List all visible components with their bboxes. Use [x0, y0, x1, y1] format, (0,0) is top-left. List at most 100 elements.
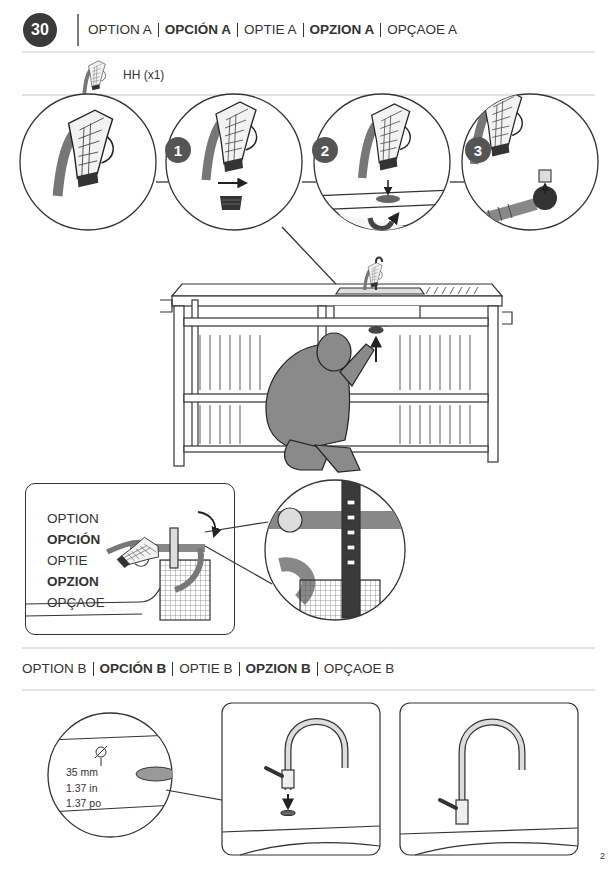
option-text: OPTION: [47, 508, 234, 529]
option-heading: OPCIÓN A: [158, 23, 237, 37]
outdoor-kitchen-table: [174, 306, 184, 466]
part-label: HH (x1): [123, 69, 164, 81]
strap-detail: [347, 500, 355, 505]
callout-circles: [165, 137, 491, 163]
holder-detail: [175, 548, 201, 590]
callout-number: 2: [321, 143, 329, 158]
hose-connection-detail: [544, 184, 546, 194]
strap-detail: [342, 478, 360, 618]
mount-detail: [312, 210, 455, 245]
faucet-installed-box: [400, 703, 578, 855]
outdoor-kitchen-table: [184, 318, 488, 326]
faucet-installed-box: [440, 800, 456, 808]
outdoor-kitchen-table: [369, 327, 383, 333]
header-frame: [77, 14, 78, 46]
step-number: 30: [31, 22, 49, 38]
step-circles: [20, 94, 156, 230]
hose-connection-detail: [539, 170, 551, 182]
header-row: OPTION AOPCIÓN AOPTIE AOPZION AOPÇAOE A: [88, 23, 463, 37]
faucet-step-box: [288, 722, 345, 791]
nut-removal-detail: [206, 102, 257, 180]
outdoor-kitchen-table: [336, 288, 424, 294]
page-number: 2: [600, 852, 605, 861]
option-heading: OPZION A: [303, 23, 381, 37]
sprayer-detail: [58, 110, 114, 196]
outdoor-kitchen-table: [200, 405, 240, 444]
strap-detail: [347, 530, 355, 535]
faucet-step-box: [288, 722, 345, 791]
header-frame: [22, 52, 595, 53]
nut-removal-detail: [206, 102, 257, 210]
holder-detail: [198, 512, 215, 536]
mount-detail: [387, 180, 389, 194]
dimension-label: 35 mm: [66, 767, 98, 778]
faucet-step-box: [222, 703, 380, 855]
divider-line: [22, 648, 595, 649]
outdoor-kitchen-table: [400, 405, 470, 444]
person-figure: [266, 333, 374, 472]
option-heading: OPCIÓN B: [93, 662, 173, 676]
dimension-label: 1.37 po: [66, 798, 101, 809]
faucet-installed-box: [462, 722, 522, 820]
callout-number: 1: [174, 143, 182, 158]
faucet-step-box: [282, 770, 294, 788]
step-circles: [302, 181, 316, 182]
holder-detail: [107, 529, 163, 579]
header-row: OPTION BOPCIÓN BOPTIE BOPZION BOPÇAOE B: [22, 662, 400, 676]
faucet-step-box: [281, 811, 295, 816]
hole-detail: [96, 747, 106, 757]
option-text: OPCIÓN: [47, 529, 234, 550]
outdoor-kitchen-table: [365, 263, 383, 290]
option-heading: OPZION B: [239, 662, 317, 676]
callout-number: 3: [474, 143, 482, 158]
option-text: OPÇAOE: [47, 592, 234, 613]
option-heading: OPTION A: [88, 23, 158, 37]
holder-detail: [205, 546, 272, 584]
option-heading: OPTIE B: [172, 662, 238, 676]
nut-removal-detail: [218, 182, 246, 184]
divider-line: [22, 690, 595, 691]
header-frame: [23, 13, 57, 47]
outdoor-kitchen-table: [400, 335, 470, 390]
strap-detail: [347, 545, 355, 550]
faucet-step-box: [222, 703, 380, 855]
mount-detail: [312, 104, 455, 245]
outdoor-kitchen-table: [488, 306, 498, 462]
strap-detail: [278, 508, 302, 532]
strap-detail: [265, 478, 405, 640]
hose-connection-detail: [478, 204, 512, 226]
header-frame: [22, 95, 595, 96]
step-circles: [156, 181, 168, 182]
hole-detail: [101, 758, 102, 766]
callout-circles: [312, 137, 338, 163]
hose-connection-detail: [470, 204, 536, 222]
hole-detail: [48, 735, 175, 812]
mount-detail: [392, 214, 398, 222]
faucet-installed-box: [400, 703, 578, 855]
mount-detail: [376, 195, 400, 203]
dimension-label: 1.37 in: [66, 783, 98, 794]
outdoor-kitchen-table: [426, 287, 478, 294]
option-heading: OPÇAOE A: [380, 23, 463, 37]
faucet-installed-box: [400, 828, 578, 834]
sprayer-detail: [58, 110, 114, 196]
outdoor-kitchen-table: [160, 258, 512, 467]
holder-detail: [160, 560, 210, 620]
holder-detail: [25, 614, 142, 616]
holder-detail: [205, 522, 268, 532]
outdoor-kitchen-table: [502, 312, 512, 324]
outdoor-kitchen-table: [200, 335, 260, 390]
hole-detail: [48, 735, 176, 812]
outdoor-kitchen-table: [375, 338, 377, 362]
option-heading: OPTION B: [22, 662, 93, 676]
strap-detail: [300, 580, 380, 640]
nut-removal-detail: [220, 196, 242, 210]
option-text: OPTIE: [47, 550, 234, 571]
option-text: OPZION: [47, 571, 234, 592]
hose-connection-detail: [474, 90, 522, 164]
mount-detail: [362, 104, 410, 178]
person-figure: [315, 445, 360, 472]
